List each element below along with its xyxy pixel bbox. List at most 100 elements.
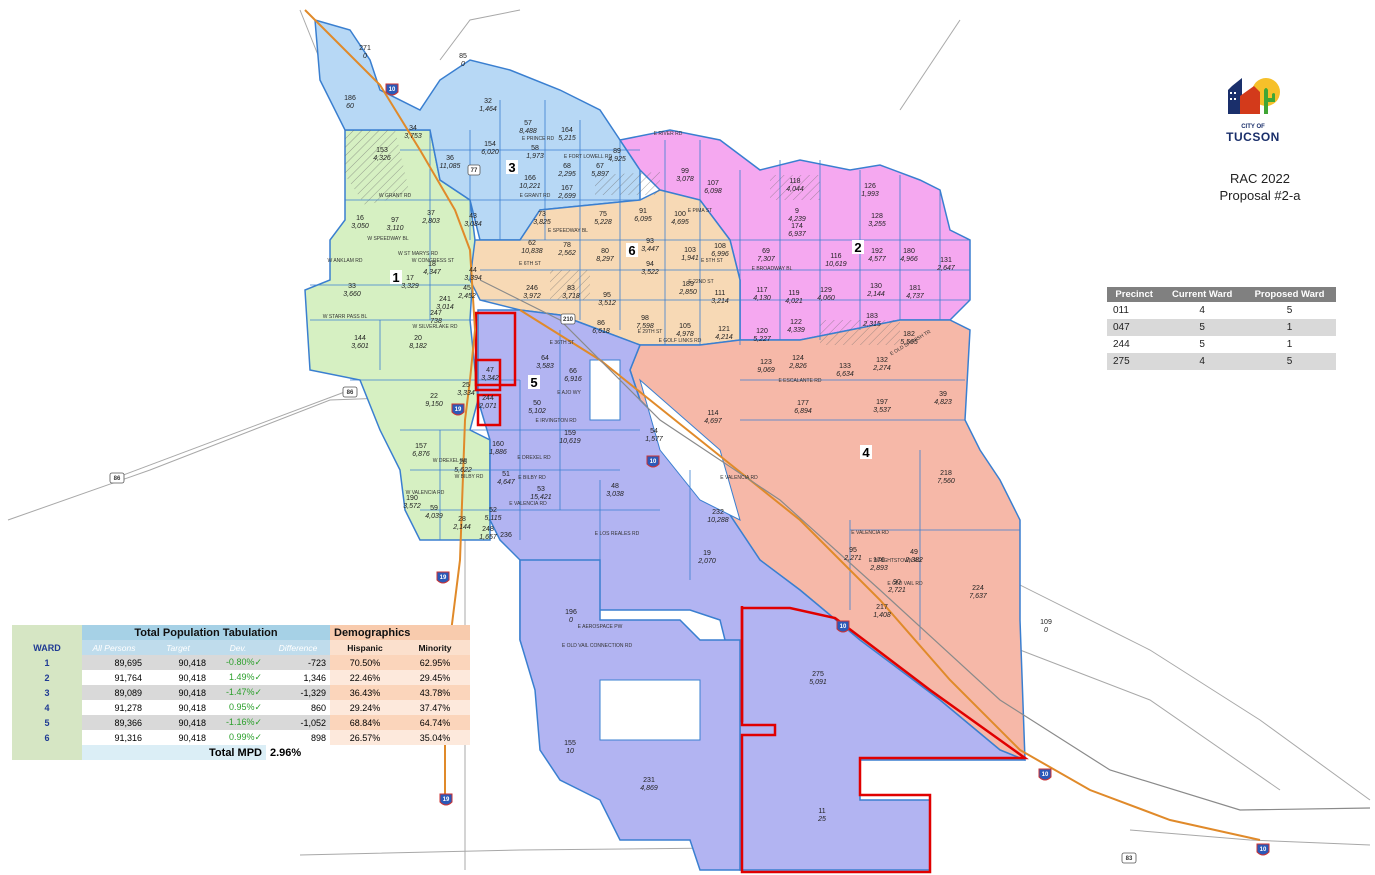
precinct-label: 525,115 bbox=[485, 507, 502, 522]
street-label: W BILBY RD bbox=[455, 474, 484, 480]
precinct-id: 62 bbox=[528, 240, 536, 247]
hatched-area bbox=[345, 130, 410, 205]
precinct-id: 153 bbox=[376, 147, 388, 154]
street-label: E PIMA ST bbox=[688, 208, 712, 214]
precinct-population: 0 bbox=[1044, 627, 1048, 634]
precinct-population: 5,897 bbox=[591, 171, 610, 178]
deviation-cell: -1.47%✓ bbox=[210, 685, 266, 700]
precinct-id: 36 bbox=[446, 155, 454, 162]
precinct-id: 52 bbox=[489, 507, 497, 514]
precinct-label: 894,925 bbox=[608, 148, 626, 163]
precinct-id: 244 bbox=[482, 395, 494, 402]
cell: 011 bbox=[1113, 305, 1129, 316]
precinct-population: 1,464 bbox=[479, 106, 497, 113]
precinct-population: 2,452 bbox=[457, 293, 476, 300]
precinct-id: 103 bbox=[684, 247, 696, 254]
precinct-label: 173,329 bbox=[401, 275, 419, 290]
target-cell: 90,418 bbox=[178, 732, 206, 743]
precinct-population: 6,020 bbox=[481, 149, 499, 156]
ward-cell: 5 bbox=[12, 715, 82, 730]
target-cell: 90,418 bbox=[146, 655, 210, 670]
cell: 1 bbox=[1286, 339, 1293, 350]
precinct-id: 32 bbox=[484, 98, 492, 105]
difference-cell: -723 bbox=[266, 655, 330, 670]
state-shield-icon: 86 bbox=[342, 386, 358, 398]
precinct-label: 443,394 bbox=[464, 267, 482, 282]
title-line-2: Proposal #2-a bbox=[1219, 188, 1301, 203]
precinct-population: 8,297 bbox=[596, 256, 615, 263]
proposed-change-outlines bbox=[474, 311, 1029, 874]
svg-text:10: 10 bbox=[1260, 847, 1267, 853]
precinct-population: 3,753 bbox=[404, 133, 422, 140]
precinct-id: 39 bbox=[939, 391, 947, 398]
deviation-cell: -1.16%✓ bbox=[210, 715, 266, 730]
state-shield-icon: 86 bbox=[109, 472, 125, 484]
precinct-id: 241 bbox=[439, 296, 451, 303]
precinct-label: 483,038 bbox=[606, 483, 624, 498]
difference-cell: 1,346 bbox=[303, 672, 326, 683]
precinct-id: 26 bbox=[459, 459, 467, 466]
precinct-label: 282,144 bbox=[452, 516, 471, 531]
precinct-id: 69 bbox=[762, 248, 770, 255]
precinct-id: 51 bbox=[502, 471, 510, 478]
precinct-population: 1,886 bbox=[489, 449, 507, 456]
precinct-id: 34 bbox=[409, 125, 417, 132]
precinct-population: 6,937 bbox=[788, 231, 807, 238]
precinct-id: 44 bbox=[469, 267, 477, 274]
precinct-population: 3,522 bbox=[641, 269, 659, 276]
table-header-row: Total Population Tabulation Demographics bbox=[12, 625, 470, 640]
precinct-id: 22 bbox=[430, 393, 438, 400]
precinct-population: 3,014 bbox=[436, 304, 454, 311]
precinct-id: 197 bbox=[876, 399, 888, 406]
precinct-id: 231 bbox=[643, 777, 655, 784]
all-persons-cell: 91,316 bbox=[114, 732, 142, 743]
cell: 5 bbox=[1242, 353, 1336, 370]
precinct-id: 167 bbox=[561, 185, 573, 192]
header-proposed-ward: Proposed Ward bbox=[1242, 287, 1336, 302]
precinct-label: 682,295 bbox=[557, 163, 576, 178]
svg-text:19: 19 bbox=[443, 797, 450, 803]
precinct-population: 3,660 bbox=[343, 291, 361, 298]
precinct-population: 4,695 bbox=[671, 219, 689, 226]
precinct-id: 182 bbox=[903, 331, 915, 338]
precinct-population: 3,329 bbox=[401, 283, 419, 290]
precinct-id: 176 bbox=[873, 557, 885, 564]
ward-label: 4 bbox=[862, 445, 870, 460]
precinct-label: 184,347 bbox=[423, 261, 442, 276]
precinct-label: 675,897 bbox=[591, 163, 610, 178]
precinct-id: 49 bbox=[910, 549, 918, 556]
precinct-label: 492,382 bbox=[904, 549, 923, 564]
precinct-label: 866,618 bbox=[592, 320, 610, 335]
demographics-header: Demographics bbox=[330, 625, 470, 640]
precinct-id: 246 bbox=[526, 285, 538, 292]
precinct-id: 160 bbox=[492, 441, 504, 448]
precinct-id: 118 bbox=[789, 178, 800, 185]
precinct-id: 43 bbox=[469, 213, 477, 220]
all-persons-cell: 91,278 bbox=[114, 702, 142, 713]
precinct-id: 95 bbox=[849, 547, 857, 554]
precinct-population: 2,699 bbox=[557, 193, 576, 200]
precinct-id: 275 bbox=[812, 671, 824, 678]
all-persons-cell: 89,695 bbox=[82, 655, 146, 670]
street-label: E ESCALANTE RD bbox=[778, 378, 821, 384]
precinct-population: 3,050 bbox=[351, 223, 369, 230]
deviation-cell: 1.49%✓ bbox=[228, 672, 262, 682]
street-label: W ST MARYS RD bbox=[398, 251, 438, 257]
total-mpd-value: 2.96% bbox=[270, 746, 302, 759]
precinct-population: 6,916 bbox=[564, 376, 582, 383]
